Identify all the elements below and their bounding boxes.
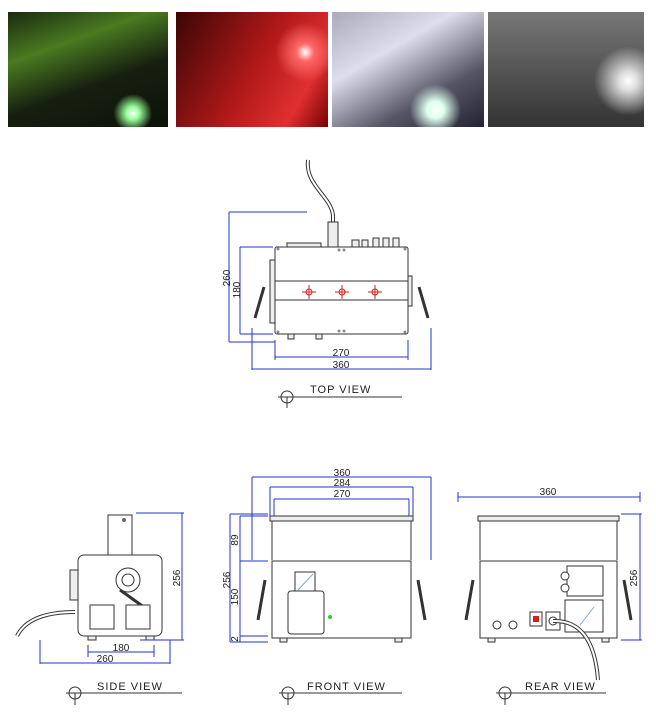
dim-2: 2: [230, 636, 241, 642]
side-view-label: SIDE VIEW: [97, 681, 163, 693]
dim-89: 89: [230, 534, 241, 546]
photo-laser-penguin: [488, 12, 644, 127]
dim-256: 256: [172, 569, 183, 586]
dim-256: 256: [222, 571, 233, 588]
aperture-markers: [302, 285, 382, 299]
photo-white-laser-beams: [332, 12, 484, 127]
dim-260: 260: [222, 269, 233, 286]
rear-view: 360 256 REAR VIEW: [457, 487, 642, 705]
power-cable: [305, 159, 335, 228]
dim-150: 150: [230, 588, 241, 605]
dim-180: 180: [113, 643, 130, 654]
dim-360: 360: [334, 468, 351, 479]
photo-red-laser-animation: [176, 12, 328, 127]
dim-270: 270: [334, 489, 351, 500]
photo-green-red-laser: [8, 12, 168, 127]
cable-connector: [327, 221, 339, 249]
dim-360: 360: [540, 487, 557, 498]
side-view: 256 180 260 SIDE VIEW: [15, 512, 184, 705]
dim-284: 284: [334, 478, 351, 489]
front-view-label: FRONT VIEW: [307, 681, 386, 693]
top-view: 260 180 270 360 TOP VIEW: [222, 159, 432, 408]
front-view: 360 284 270 256 89 150 2 FRONT VIEW: [222, 468, 432, 705]
top-view-label: TOP VIEW: [310, 384, 371, 396]
dim-260: 260: [97, 654, 114, 665]
dim-270: 270: [333, 348, 350, 359]
rear-view-label: REAR VIEW: [525, 681, 596, 693]
dim-256: 256: [629, 569, 640, 586]
dim-180: 180: [232, 281, 243, 298]
dim-360: 360: [333, 360, 350, 371]
top-handle-bar: [269, 515, 414, 522]
